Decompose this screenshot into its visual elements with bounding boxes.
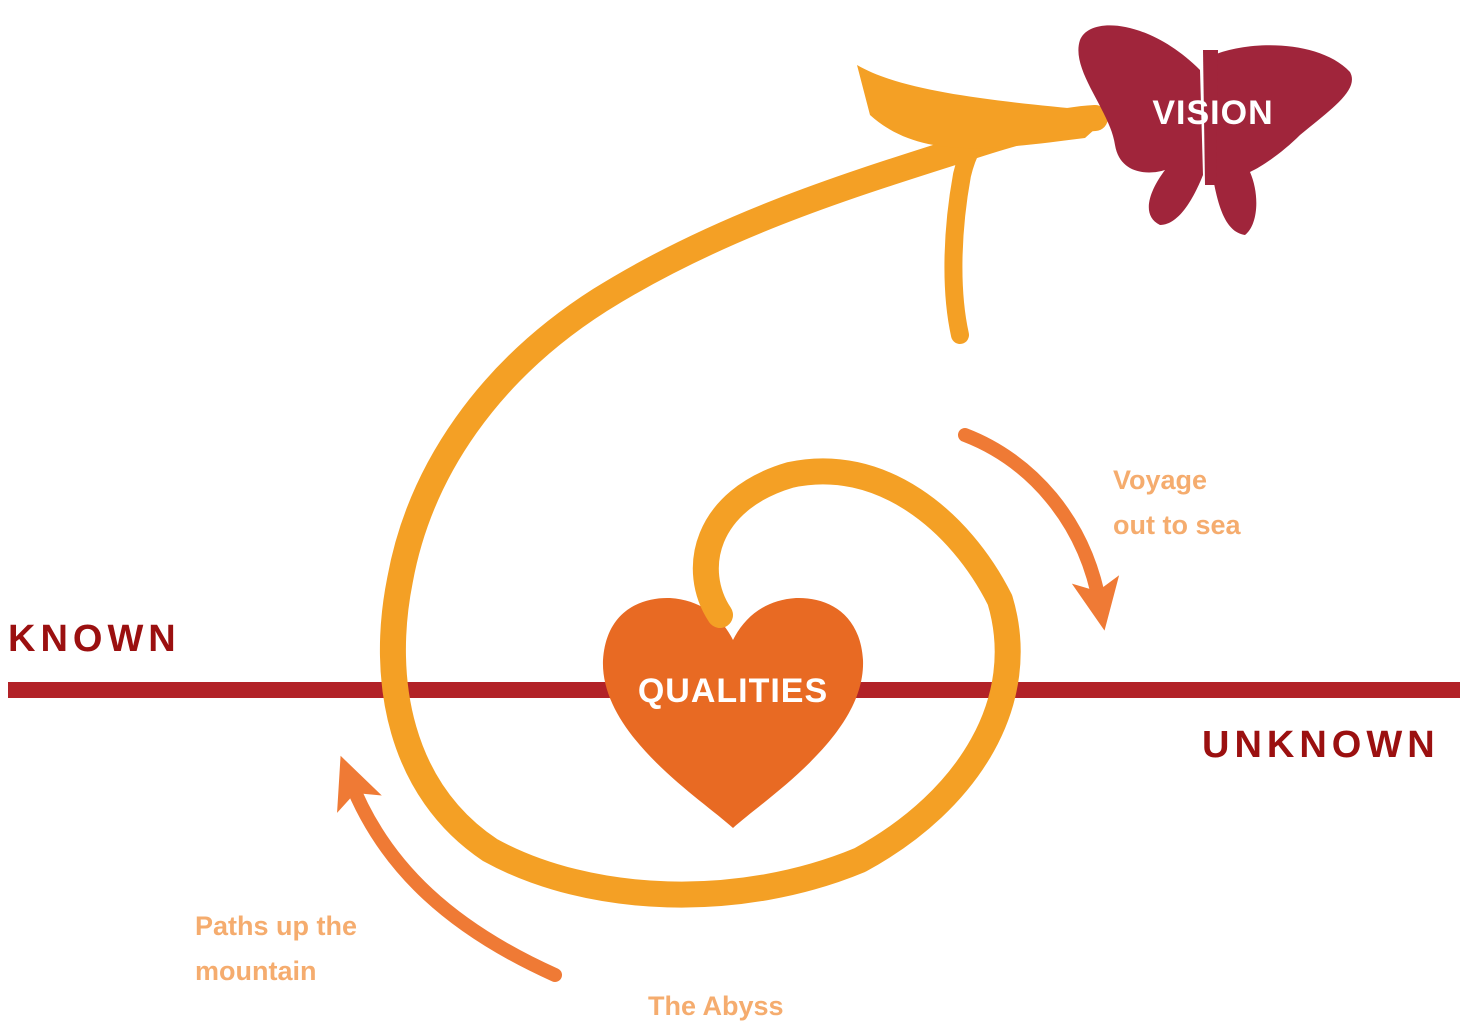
abyss-label: The Abyss: [648, 991, 784, 1021]
voyage-label: Voyage out to sea: [1113, 458, 1241, 548]
known-label: KNOWN: [8, 618, 181, 660]
paths-label-line2: mountain: [195, 956, 317, 986]
voyage-label-line1: Voyage: [1113, 465, 1208, 495]
voyage-label-line2: out to sea: [1113, 510, 1241, 540]
paths-label-line1: Paths up the: [195, 911, 358, 941]
spiral-path: [379, 105, 1108, 908]
unknown-label: UNKNOWN: [1202, 724, 1440, 766]
heart-icon: [602, 597, 864, 828]
butterfly-icon: [1078, 25, 1352, 235]
voyage-arrow: [958, 428, 1120, 631]
qualities-label: QUALITIES: [637, 672, 829, 710]
vision-label: VISION: [1152, 94, 1274, 132]
spiral-arrow-branch: [944, 119, 999, 344]
spiral-arrow-tip: [857, 65, 1105, 149]
paths-label: Paths up the mountain: [195, 904, 357, 994]
paths-arrow: [337, 755, 562, 982]
